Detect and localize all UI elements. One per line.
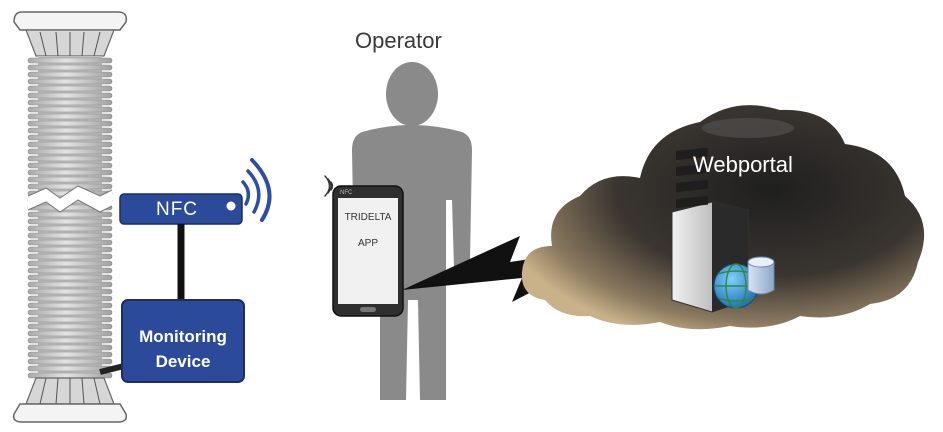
insulator-break-mark xyxy=(28,186,112,212)
insulator-shed xyxy=(27,281,113,288)
sensor-cable xyxy=(99,363,125,375)
insulator-shed xyxy=(27,295,113,302)
insulator-shed xyxy=(27,106,113,113)
insulator-shed xyxy=(27,246,113,253)
insulator-shed xyxy=(27,260,113,267)
insulator-shed xyxy=(27,218,113,225)
phone-home-button xyxy=(360,307,376,312)
insulator-shed xyxy=(27,316,113,323)
nfc-label: NFC xyxy=(155,199,199,220)
app-name-label: TRIDELTA xyxy=(344,212,392,223)
insulator-shed xyxy=(27,127,113,134)
insulator-shed xyxy=(27,239,113,246)
operator-head xyxy=(386,62,438,126)
insulator-shed xyxy=(27,274,113,281)
insulator-shed xyxy=(27,85,113,92)
insulator-shed xyxy=(27,330,113,337)
insulator-shed xyxy=(27,57,113,64)
webportal-label: Webportal xyxy=(693,152,793,177)
insulator-shed xyxy=(27,64,113,71)
insulator-shed xyxy=(27,71,113,78)
nfc-waves-icon xyxy=(241,158,272,222)
insulator-shed xyxy=(27,337,113,344)
insulator-shed xyxy=(27,162,113,169)
insulator-shed xyxy=(27,134,113,141)
insulator-shed xyxy=(27,120,113,127)
insulator-shed xyxy=(27,372,113,379)
insulator-shed xyxy=(27,169,113,176)
insulator-shed xyxy=(27,113,113,120)
insulator-shed xyxy=(27,351,113,358)
insulator-shed xyxy=(27,232,113,239)
lightning-bolt-icon xyxy=(402,236,620,302)
operator-label: Operator xyxy=(355,28,442,53)
insulator-shed xyxy=(27,141,113,148)
insulator xyxy=(12,11,128,423)
insulator-shed xyxy=(27,183,113,190)
nfc-led-icon xyxy=(226,201,236,211)
insulator-shed xyxy=(27,148,113,155)
insulator-top-flange xyxy=(13,11,128,31)
monitoring-device-label-line1: Monitoring xyxy=(139,327,227,346)
phone-nfc-icon xyxy=(324,175,334,197)
insulator-shed xyxy=(27,211,113,218)
phone-nfc-label: NFC xyxy=(340,190,353,196)
insulator-shed xyxy=(27,78,113,85)
insulator-shed xyxy=(27,309,113,316)
database-icon xyxy=(747,256,775,295)
insulator-bottom-flange xyxy=(12,403,128,423)
insulator-sheds xyxy=(27,56,113,379)
insulator-shed xyxy=(27,358,113,365)
monitoring-device xyxy=(121,299,245,383)
insulator-shed xyxy=(27,267,113,274)
monitoring-device-label-line2: Device xyxy=(155,352,211,371)
insulator-shed xyxy=(27,176,113,183)
insulator-shed xyxy=(27,302,113,309)
insulator-shed xyxy=(27,155,113,162)
insulator-shed xyxy=(27,323,113,330)
insulator-shed xyxy=(27,92,113,99)
insulator-shed xyxy=(27,225,113,232)
insulator-shed xyxy=(27,288,113,295)
insulator-shed xyxy=(27,344,113,351)
insulator-shed xyxy=(27,99,113,106)
insulator-shed xyxy=(27,253,113,260)
phone-screen xyxy=(338,198,398,304)
smartphone xyxy=(332,185,404,317)
insulator-shed xyxy=(27,365,113,372)
app-label: APP xyxy=(357,238,378,249)
